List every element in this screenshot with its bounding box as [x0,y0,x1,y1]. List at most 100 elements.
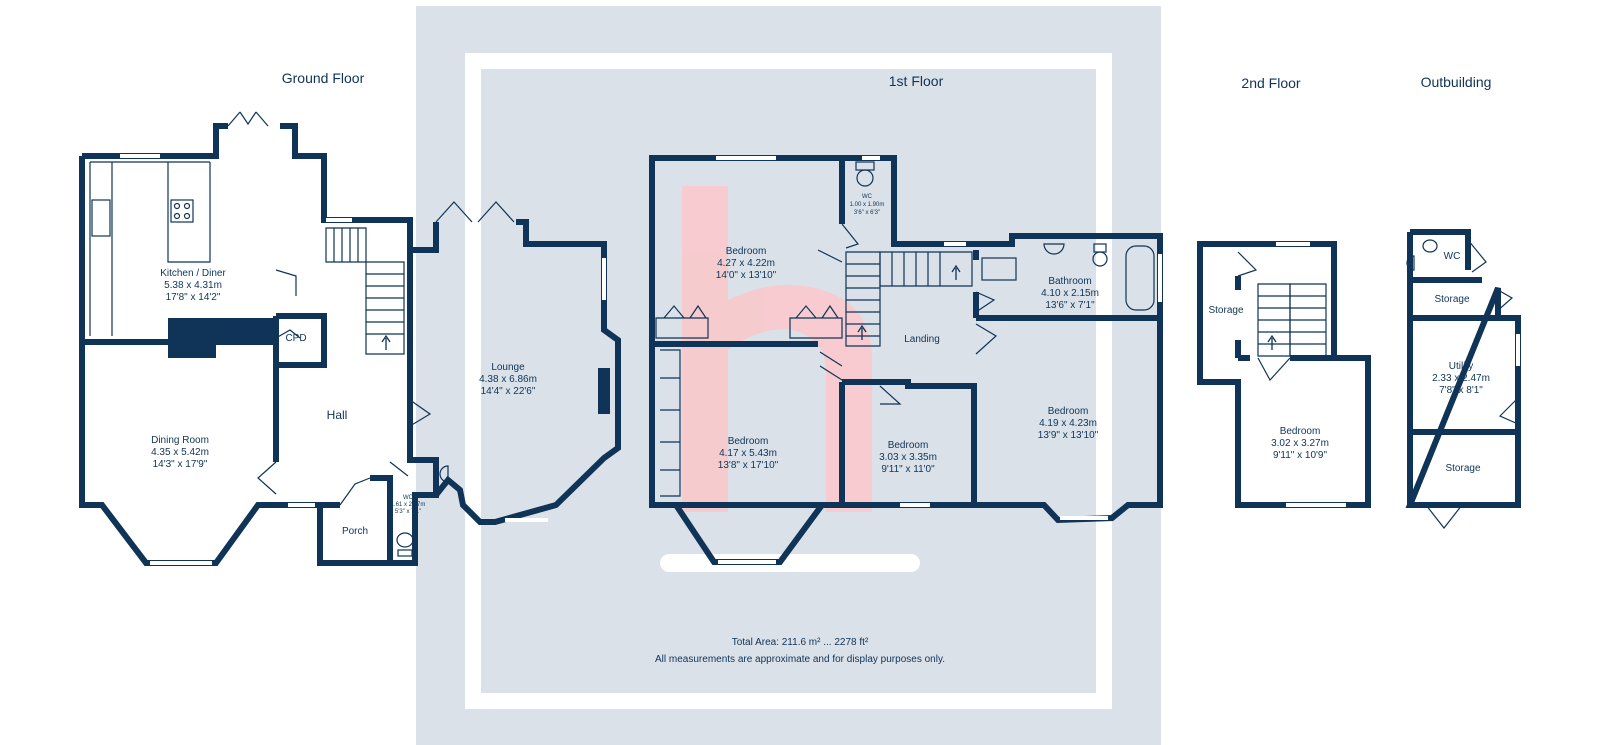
room-name: WC [862,194,873,200]
stair-arrow-icon [951,264,961,280]
floor-title-ground: Ground Floor [282,70,365,86]
door-swing-icon [435,201,515,223]
stair-arrow-icon [1267,334,1277,350]
room-name: Kitchen / Diner [160,268,226,279]
toilet-icon [856,169,874,187]
stair-arrow-icon [857,324,867,340]
door-swing-icon [227,111,269,127]
toilet-icon [396,532,414,548]
room-imperial: 5'3" x 7'1" [395,509,421,515]
ground-floor-walls-top [82,123,228,159]
sink-icon [91,199,111,237]
second-floor-walls [1197,241,1371,508]
room-imperial: 3'6" x 6'3" [854,210,880,216]
door-swing-icon [409,399,432,427]
door-swing-icon [275,269,297,296]
door-swing-icon [339,477,371,506]
sink-icon [1043,243,1065,255]
second-floor [1197,241,1371,508]
door-swing-icon [1237,251,1258,277]
room-name: Bedroom [1048,406,1089,417]
room-metric: 4.10 x 2.15m [1041,288,1099,299]
room-name: Bedroom [888,440,929,451]
bath-icon [1125,245,1155,311]
floor-title-first: 1st Floor [889,73,944,89]
room-imperial: 17'8" x 14'2" [166,292,221,303]
room-metric: 1.61 x 2.17m [391,502,426,508]
toilet-icon [1092,251,1108,267]
floor-title-second: 2nd Floor [1241,75,1300,91]
cpd-walls [276,313,327,368]
logo-bar [660,554,920,572]
room-name: Bedroom [728,436,769,447]
door-swing-icon [257,461,277,495]
door-swing-icon [1425,504,1463,529]
lounge [410,201,621,525]
room-imperial: 14'4" x 22'6" [481,386,536,397]
room-name: Storage [1434,294,1469,305]
stair-arrow-icon [381,334,391,350]
toilet-icon [1422,239,1438,253]
chimney-breast [168,318,276,342]
room-metric: 3.02 x 3.27m [1271,438,1329,449]
watermark [416,6,1161,745]
wardrobe [789,317,843,339]
total-area: Total Area: 211.6 m² ... 2278 ft² [732,637,869,648]
door-swing-icon [275,329,301,339]
room-name: Hall [327,408,348,422]
ground-floor [79,111,449,566]
first-floor-walls [649,155,1163,524]
door-swing-icon [975,291,996,313]
door-swing-icon [879,385,902,405]
stairs-second [1257,283,1327,357]
door-swing-icon [389,461,409,477]
door-swing-icon [817,223,860,263]
chimney-base [168,342,216,358]
stairs-first [845,251,973,347]
room-metric: 4.19 x 4.23m [1039,418,1097,429]
room-name: Bathroom [1048,276,1091,287]
room-imperial: 14'0" x 13'10" [716,270,777,281]
room-metric: 5.38 x 4.31m [164,280,222,291]
room-name: Storage [1445,463,1480,474]
lounge-fireplace [598,368,610,414]
ground-floor-walls [79,123,439,566]
watermark-panel [416,6,1161,745]
room-name: WC [1444,251,1461,262]
porch-wc-wall [370,475,393,563]
room-imperial: 13'9" x 13'10" [1038,430,1099,441]
door-swing-icon [975,323,998,355]
room-metric: 4.27 x 4.22m [717,258,775,269]
room-name: Utility [1449,361,1473,372]
floor-title-outbuilding: Outbuilding [1421,74,1492,90]
room-imperial: 13'8" x 17'10" [718,460,779,471]
room-name: CPD [285,333,306,344]
kitchen-counter [89,161,211,336]
room-imperial: 14'3" x 17'9" [153,459,208,470]
first-floor [649,155,1163,565]
room-imperial: 9'11" x 11'0" [881,464,935,475]
room-metric: 2.33 x 2.47m [1432,373,1490,384]
room-imperial: 13'6" x 7'1" [1045,300,1095,311]
toilet-cistern [397,549,413,557]
room-metric: 4.17 x 5.43m [719,448,777,459]
labels: Ground Floor 1st Floor 2nd Floor Outbuil… [151,70,1491,665]
room-metric: 4.38 x 6.86m [479,374,537,385]
room-name: Bedroom [1280,426,1321,437]
logo-h-watermark [682,186,872,512]
room-name: Storage [1208,305,1243,316]
room-name: Landing [904,334,940,345]
room-metric: 3.03 x 3.35m [879,452,937,463]
room-name: Dining Room [151,435,209,446]
room-name: WC [403,495,414,501]
disclaimer: All measurements are approximate and for… [655,654,945,665]
room-imperial: 9'11" x 10'9" [1273,450,1328,461]
door-swing-icon [1467,239,1487,273]
sink-icon [1406,255,1415,271]
outbuilding-walls [1405,229,1521,508]
room-name: Porch [342,526,368,537]
door-swing-icon [1495,289,1514,313]
shower-icon [981,257,1017,281]
outbuilding [1405,229,1521,529]
